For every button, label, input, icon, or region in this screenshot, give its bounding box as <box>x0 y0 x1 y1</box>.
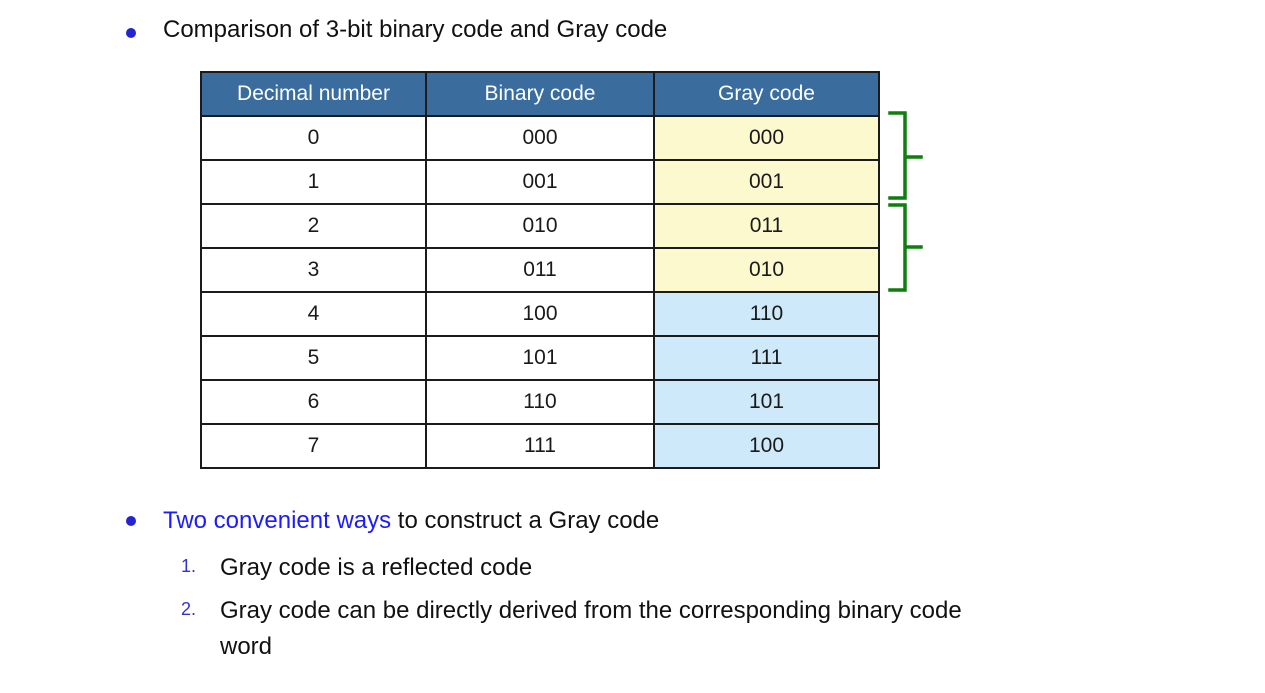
table-row: 5 101 111 <box>200 335 880 381</box>
header-gray-code: Gray code <box>653 71 880 117</box>
decimal-cell: 3 <box>200 247 427 293</box>
list-item-1: Gray code is a reflected code <box>220 554 533 581</box>
table-row: 1 001 001 <box>200 159 880 205</box>
bracket-rows-2-3-icon <box>888 203 923 292</box>
decimal-cell: 4 <box>200 291 427 337</box>
gray-cell: 100 <box>653 423 880 469</box>
gray-cell: 111 <box>653 335 880 381</box>
binary-cell: 100 <box>425 291 655 337</box>
header-decimal-number: Decimal number <box>200 71 427 117</box>
gray-cell: 010 <box>653 247 880 293</box>
bracket-rows-0-1-icon <box>888 111 923 200</box>
binary-cell: 011 <box>425 247 655 293</box>
binary-cell: 101 <box>425 335 655 381</box>
decimal-cell: 7 <box>200 423 427 469</box>
gray-cell: 110 <box>653 291 880 337</box>
table-header-row: Decimal number Binary code Gray code <box>200 71 880 117</box>
comparison-table: Decimal number Binary code Gray code 0 0… <box>200 71 880 469</box>
binary-cell: 000 <box>425 115 655 161</box>
decimal-cell: 6 <box>200 379 427 425</box>
highlighted-phrase: Two convenient ways <box>163 507 392 534</box>
reflection-brackets <box>888 111 923 292</box>
list-number-2: 2. <box>181 599 197 619</box>
decimal-cell: 5 <box>200 335 427 381</box>
construct-ways-line: Two convenient ways to construct a Gray … <box>163 507 659 535</box>
header-binary-code: Binary code <box>425 71 655 117</box>
table-row: 2 010 011 <box>200 203 880 249</box>
table-row: 3 011 010 <box>200 247 880 293</box>
gray-cell: 001 <box>653 159 880 205</box>
list-number-1: 1. <box>181 556 197 576</box>
construct-ways-rest: to construct a Gray code <box>391 507 660 534</box>
table-row: 4 100 110 <box>200 291 880 337</box>
decimal-cell: 2 <box>200 203 427 249</box>
bullet-icon <box>126 28 136 38</box>
decimal-cell: 1 <box>200 159 427 205</box>
list-item-2: Gray code can be directly derived from t… <box>220 597 962 660</box>
binary-cell: 001 <box>425 159 655 205</box>
slide-title: Comparison of 3-bit binary code and Gray… <box>163 16 668 43</box>
binary-cell: 110 <box>425 379 655 425</box>
bullet-icon <box>126 516 136 526</box>
gray-cell: 011 <box>653 203 880 249</box>
gray-cell: 000 <box>653 115 880 161</box>
table-row: 6 110 101 <box>200 379 880 425</box>
table-row: 0 000 000 <box>200 115 880 161</box>
binary-cell: 010 <box>425 203 655 249</box>
binary-cell: 111 <box>425 423 655 469</box>
decimal-cell: 0 <box>200 115 427 161</box>
table-row: 7 111 100 <box>200 423 880 469</box>
gray-cell: 101 <box>653 379 880 425</box>
